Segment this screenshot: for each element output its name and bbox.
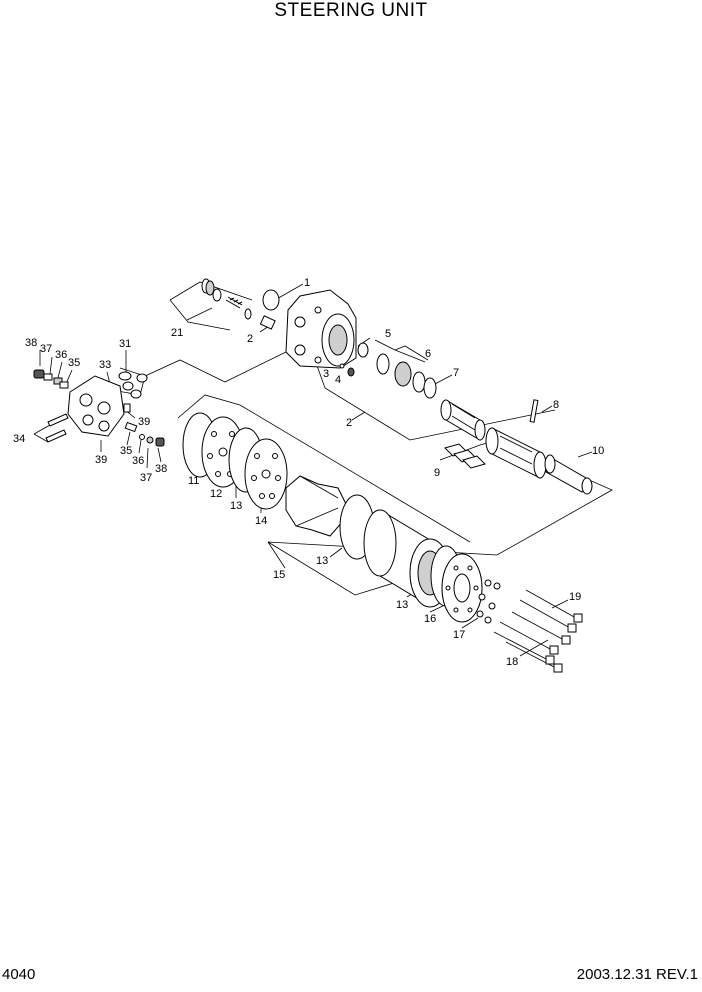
part-1-o-ring [262,289,280,311]
callout-12: 12 [210,488,222,500]
sleeve [485,427,547,479]
callout-37-upper: 37 [40,343,52,355]
part-8-pin [529,399,539,423]
callout-37-lower: 37 [140,472,152,484]
callout-19: 19 [569,591,581,603]
page-number: 4040 [2,966,36,983]
callout-10: 10 [592,445,604,457]
part-9-springs [444,443,486,469]
callout-7: 7 [453,367,459,379]
callout-17: 17 [453,629,465,641]
part-14-plate [244,438,288,510]
callout-39-right: 39 [138,416,150,428]
gear-rotor [285,475,347,537]
page-title: STEERING UNIT [274,0,428,21]
part-4-plug [347,367,355,377]
part-21-valve-set [201,278,276,330]
callout-39-lower: 39 [95,454,107,466]
callout-18: 18 [506,656,518,668]
callout-15: 15 [273,569,285,581]
part-16-end-plate [441,553,483,623]
callout-36-lower: 36 [132,455,144,467]
part-10-drive-shaft [544,454,593,495]
callout-33: 33 [99,359,111,371]
left-fittings [33,369,165,447]
part-31-33-rings [118,371,148,399]
callout-16: 16 [424,613,436,625]
callout-38-lower: 38 [155,463,167,475]
revision-date: 2003.12.31 REV.1 [576,966,698,983]
callout-31: 31 [119,338,131,350]
part-5-ring [357,342,369,358]
callout-35-upper: 35 [68,357,80,369]
callout-3: 3 [323,368,329,380]
callout-38-upper: 38 [25,337,37,349]
callout-34: 34 [13,433,25,445]
end-cover-block [67,375,125,437]
callout-5: 5 [385,328,391,340]
callout-13-a: 13 [230,500,242,512]
callout-8: 8 [553,399,559,411]
spool [440,399,486,441]
callout-6: 6 [425,348,431,360]
callout-4: 4 [335,374,341,386]
part-7-ring [423,377,437,399]
callout-labels: 1 21 2 5 6 3 4 7 8 2 10 9 38 37 36 35 31… [13,277,604,668]
part-3-ball [339,363,345,369]
callout-2: 2 [247,333,253,345]
callout-13-c: 13 [396,599,408,611]
part-17-washers [476,579,501,624]
main-housing [285,289,357,369]
callout-14: 14 [255,515,267,527]
callout-35-lower: 35 [120,445,132,457]
callout-21: 21 [171,327,183,339]
callout-9: 9 [434,467,440,479]
part-6-bearing-set [376,353,426,393]
callout-1: 1 [304,277,310,289]
callout-2-lower: 2 [346,417,352,429]
callout-36-upper: 36 [55,349,67,361]
callout-11: 11 [188,475,199,487]
part-18-19-bolts [493,589,583,673]
callout-13-b: 13 [316,555,328,567]
